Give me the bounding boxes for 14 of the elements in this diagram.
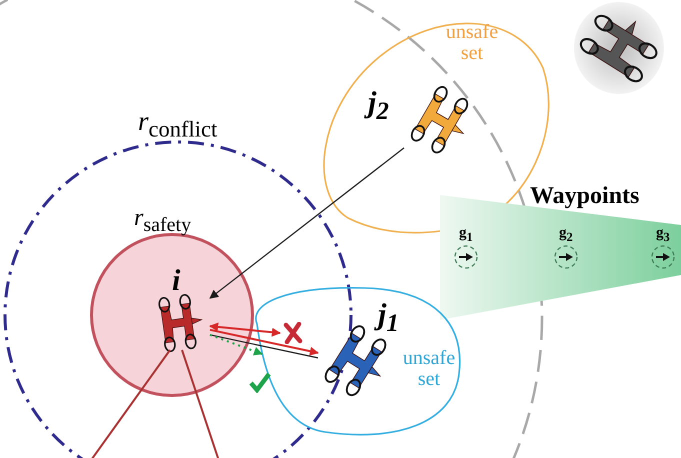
- radius-label: r$_{safety}$: [134, 206, 192, 235]
- arrow: [210, 334, 263, 356]
- unsafe-set-label: unsafe set: [402, 348, 456, 390]
- radius-label: r$_{conflict}$: [138, 108, 218, 141]
- unsafe-set-label: unsafe set: [444, 22, 500, 64]
- arrow: [209, 322, 281, 337]
- connector-line: [210, 334, 318, 358]
- waypoint-label: g$_{1}$: [459, 226, 473, 244]
- waypoint-label: g$_{2}$: [559, 226, 573, 244]
- drone-label: i: [172, 266, 180, 296]
- waypoints-heading: Waypoints: [530, 184, 640, 208]
- waypoint-label: g$_{3}$: [656, 226, 670, 244]
- arrow: [209, 147, 404, 299]
- arrow: [210, 328, 319, 356]
